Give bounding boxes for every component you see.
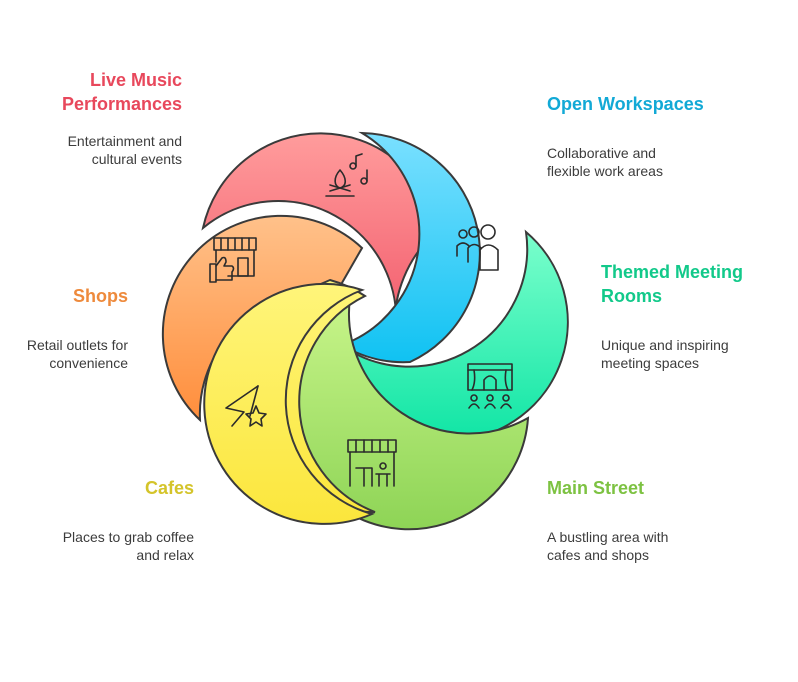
label-open-workspaces: Open Workspaces Collaborative and flexib… bbox=[547, 92, 747, 180]
label-shops: Shops Retail outlets for convenience bbox=[10, 284, 128, 372]
live-music-title-line-2: Performances bbox=[61, 94, 182, 114]
themed-rooms-title: Themed Meeting Rooms bbox=[601, 260, 781, 308]
segment-cafes-body bbox=[203, 282, 375, 525]
live-music-title: Live Music Performances bbox=[40, 68, 182, 116]
themed-rooms-description: Unique and inspiring meeting spaces bbox=[601, 336, 781, 372]
shops-desc-line-1: Retail outlets for bbox=[26, 337, 128, 353]
live-music-desc-line-1: Entertainment and bbox=[67, 133, 182, 149]
live-music-description: Entertainment and cultural events bbox=[40, 132, 182, 168]
main-street-desc-line-1: A bustling area with bbox=[547, 529, 669, 545]
label-live-music: Live Music Performances Entertainment an… bbox=[40, 68, 182, 168]
open-workspaces-desc-line-2: flexible work areas bbox=[547, 163, 663, 179]
open-workspaces-desc-line-1: Collaborative and bbox=[547, 145, 656, 161]
cafes-description: Places to grab coffee and relax bbox=[20, 528, 194, 564]
open-workspaces-title: Open Workspaces bbox=[547, 92, 747, 116]
shops-description: Retail outlets for convenience bbox=[10, 336, 128, 372]
shops-title: Shops bbox=[10, 284, 128, 308]
main-street-title: Main Street bbox=[547, 476, 747, 500]
campfire-music-icon bbox=[325, 153, 368, 197]
themed-rooms-title-line-1: Themed Meeting bbox=[601, 262, 744, 282]
main-street-description: A bustling area with cafes and shops bbox=[547, 528, 747, 564]
open-workspaces-description: Collaborative and flexible work areas bbox=[547, 144, 747, 180]
live-music-title-line-1: Live Music bbox=[89, 70, 182, 90]
stage-audience-icon bbox=[467, 363, 513, 409]
shops-desc-line-2: convenience bbox=[49, 355, 128, 371]
open-workspaces-title-line-1: Open Workspaces bbox=[547, 94, 704, 114]
star-sparkle-icon bbox=[225, 385, 267, 427]
shop-thumbs-up-icon bbox=[209, 237, 257, 283]
label-themed-rooms: Themed Meeting Rooms Unique and inspirin… bbox=[601, 260, 781, 372]
segment-live-music bbox=[201, 132, 440, 336]
main-street-title-line-1: Main Street bbox=[547, 478, 645, 498]
main-street-desc-line-2: cafes and shops bbox=[547, 547, 649, 563]
shops-title-line-1: Shops bbox=[72, 286, 128, 306]
themed-rooms-desc-line-1: Unique and inspiring bbox=[601, 337, 729, 353]
label-main-street: Main Street A bustling area with cafes a… bbox=[547, 476, 747, 564]
cafes-desc-line-2: and relax bbox=[136, 547, 194, 563]
cafes-title-line-1: Cafes bbox=[144, 478, 194, 498]
label-cafes: Cafes Places to grab coffee and relax bbox=[20, 476, 194, 564]
cafes-desc-line-1: Places to grab coffee bbox=[62, 529, 194, 545]
street-stall-icon bbox=[347, 439, 397, 487]
themed-rooms-desc-line-2: meeting spaces bbox=[601, 355, 700, 371]
live-music-desc-line-2: cultural events bbox=[91, 151, 182, 167]
themed-rooms-title-line-2: Rooms bbox=[601, 286, 663, 306]
cafes-title: Cafes bbox=[20, 476, 194, 500]
people-group-icon bbox=[456, 224, 499, 271]
segment-open-workspaces bbox=[339, 131, 481, 364]
